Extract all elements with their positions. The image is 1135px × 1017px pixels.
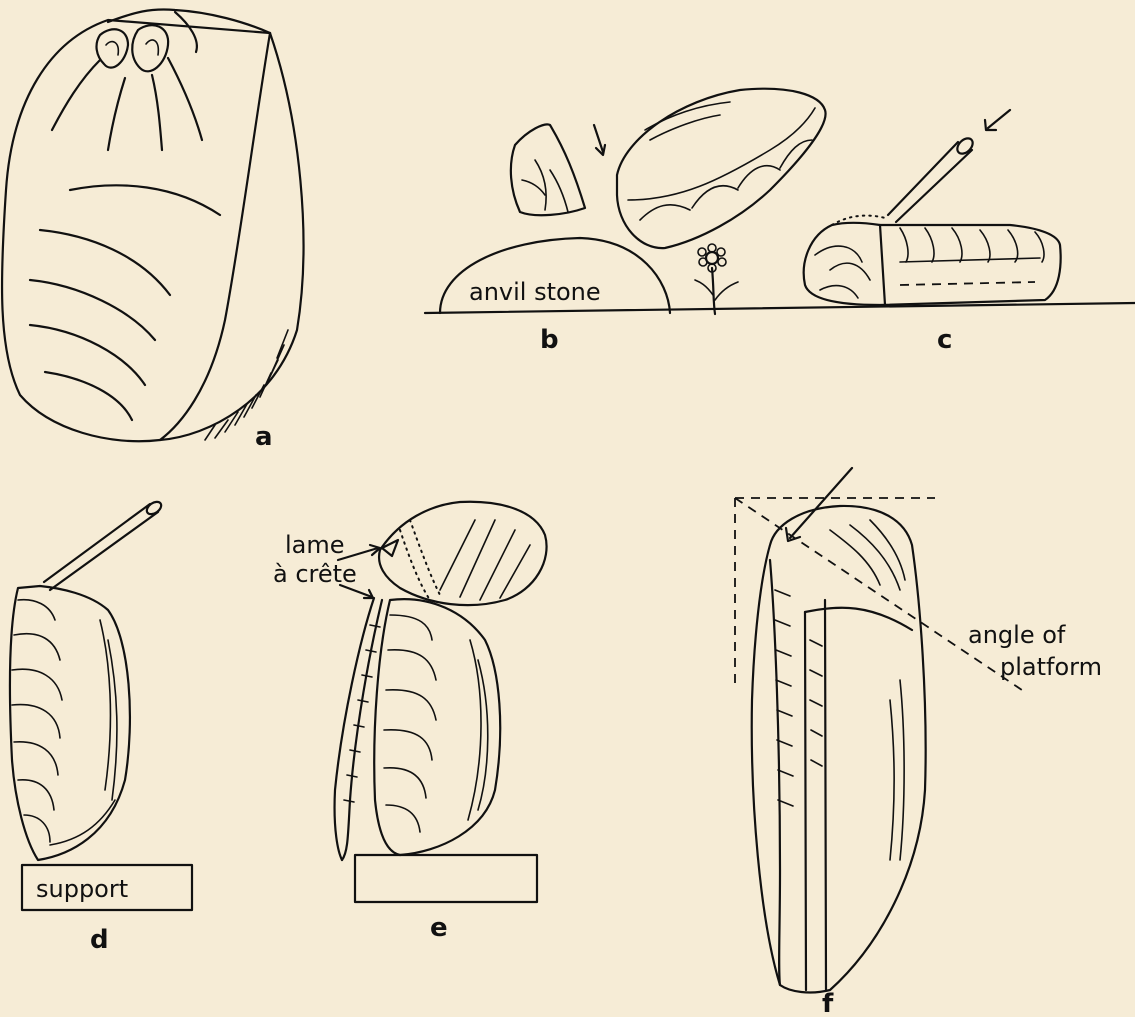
angle-label-line2: platform <box>1000 653 1102 681</box>
lame-label: lame <box>285 531 345 559</box>
panel-d-label: d <box>90 925 109 955</box>
support-label: support <box>36 875 128 903</box>
panel-e-core: lame à crête e <box>273 502 547 943</box>
panel-e-label: e <box>430 913 448 943</box>
panel-c-label: c <box>937 325 952 355</box>
a-crete-label: à crête <box>273 560 357 588</box>
panel-b-label: b <box>540 325 559 355</box>
panel-d-core: support d <box>10 499 192 955</box>
panel-a-core: a <box>2 10 303 453</box>
panel-f-label: f <box>822 989 834 1017</box>
angle-label-line1: angle of <box>968 621 1066 649</box>
support-box-e <box>355 855 537 902</box>
anvil-stone-label: anvil stone <box>469 278 601 306</box>
panel-c-core: c <box>804 110 1061 355</box>
panel-a-label: a <box>255 422 273 452</box>
panel-b-anvil: anvil stone b <box>425 89 1135 355</box>
panel-f-core: angle of platform f <box>735 468 1102 1017</box>
